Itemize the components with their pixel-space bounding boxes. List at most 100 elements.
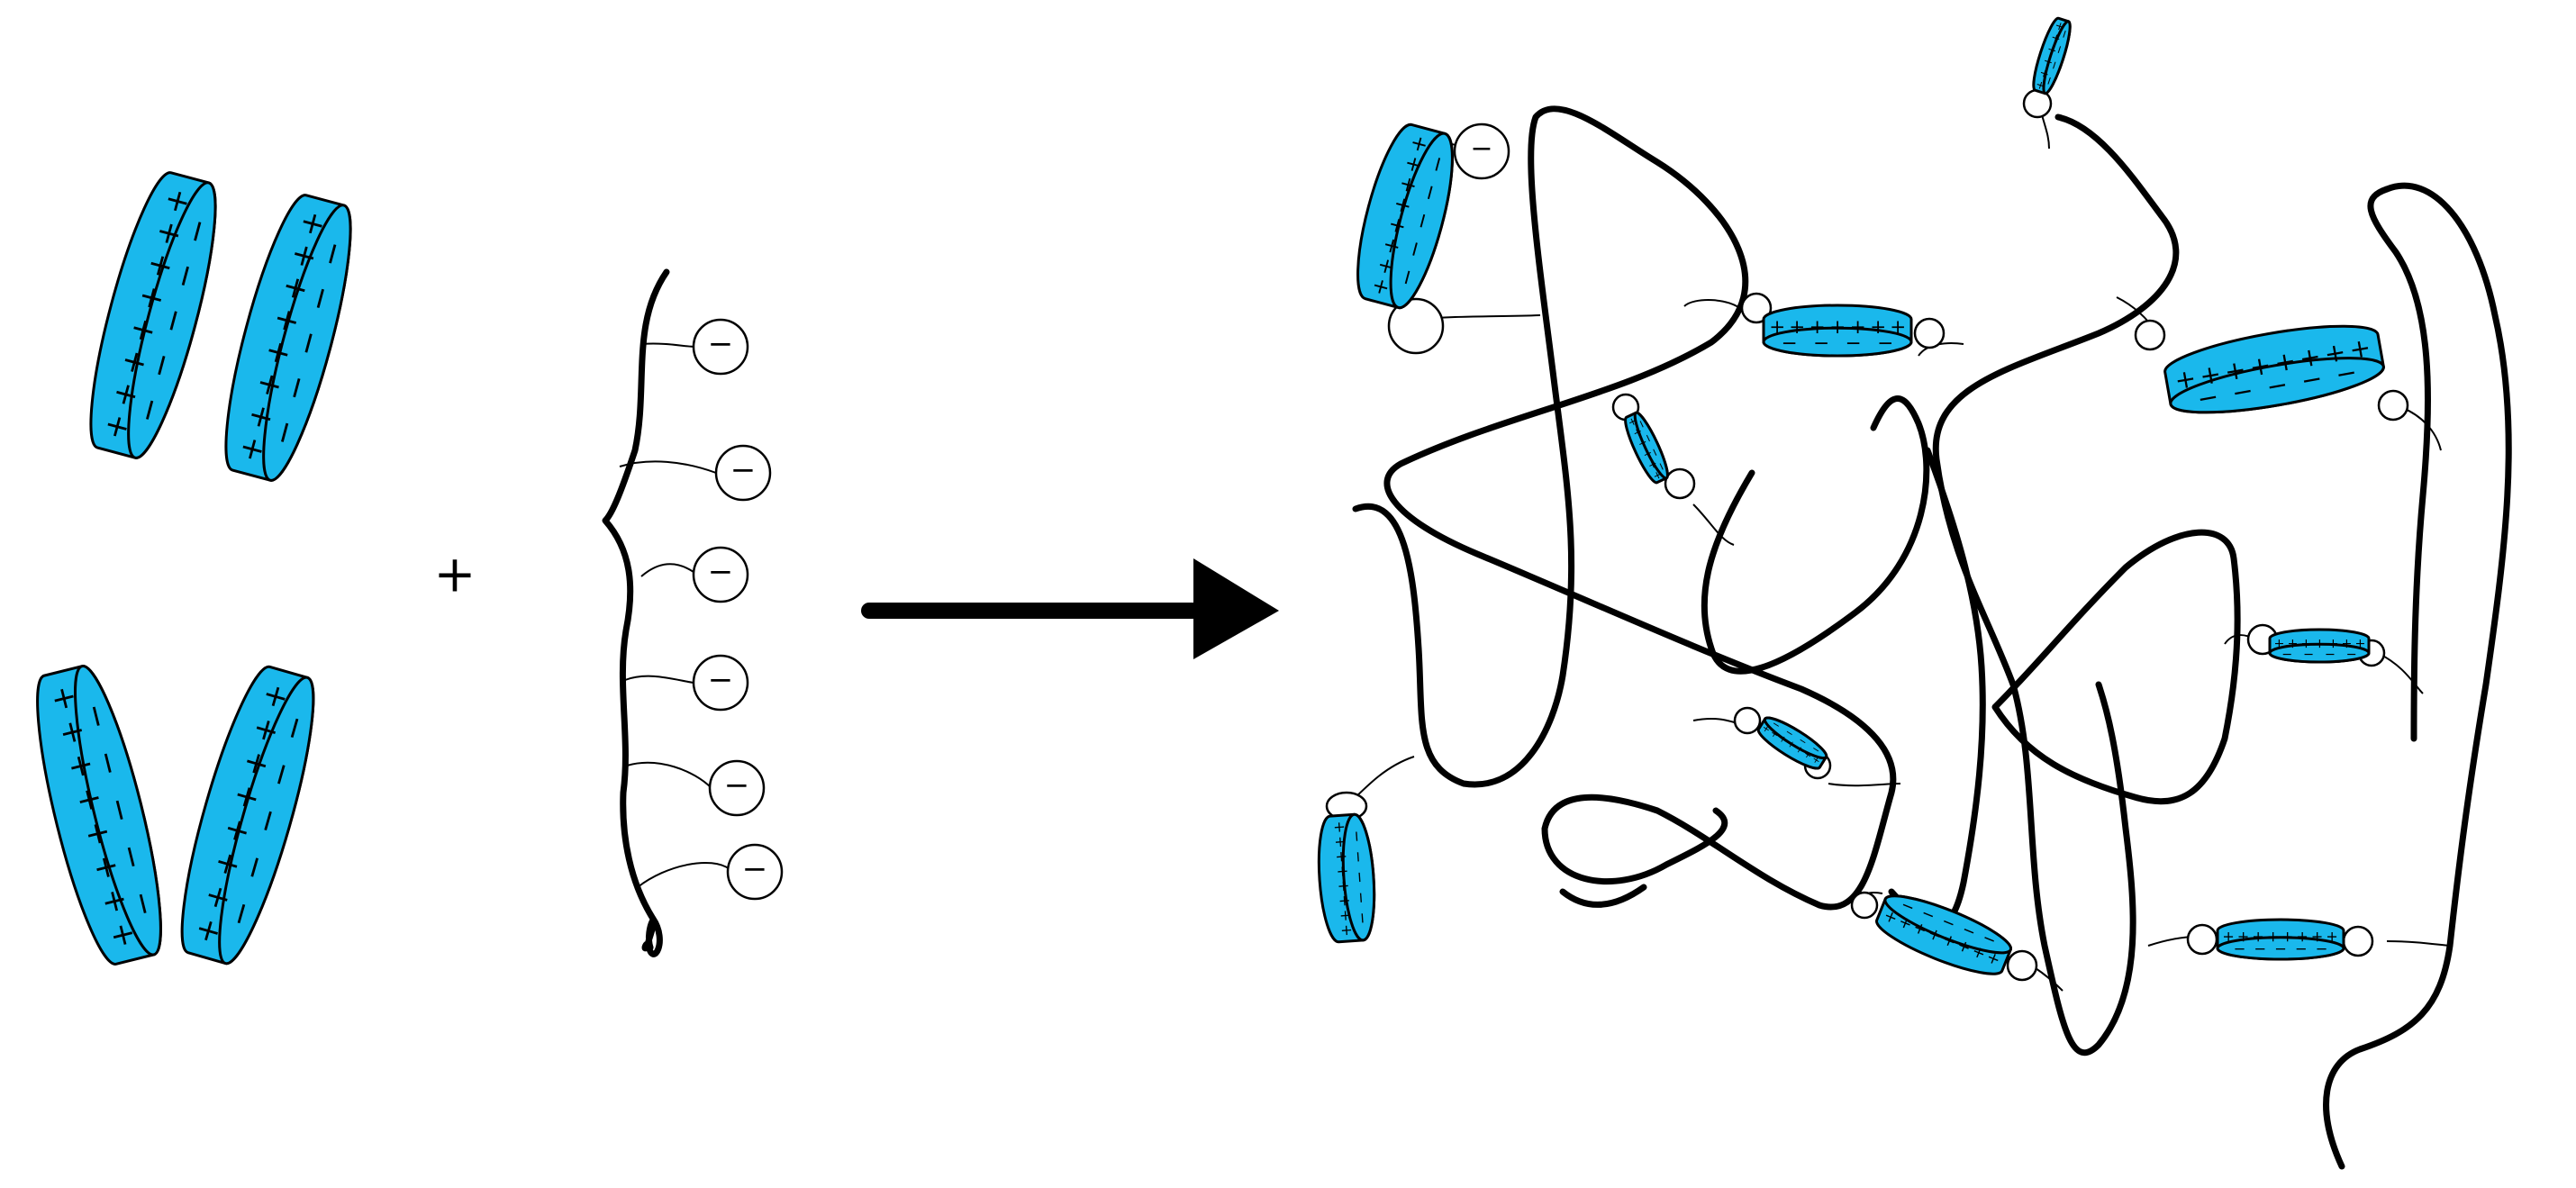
positive-charge: + [2319, 340, 2353, 367]
negative-charge: − [2042, 75, 2058, 88]
negative-charge: − [2325, 647, 2336, 661]
positive-charge: + [2042, 53, 2055, 69]
positive-charge: + [1334, 832, 1347, 850]
positive-charge: + [2170, 367, 2203, 393]
negative-charge: − [2057, 28, 2073, 41]
negative-charge: − [1348, 830, 1366, 843]
network-beads: − [1325, 88, 2409, 982]
negative-charge: − [2281, 647, 2292, 661]
positive-charge: + [1339, 921, 1353, 939]
negative-charge: − [2334, 358, 2360, 392]
negative-charge: − [1813, 331, 1829, 354]
negative-charge: − [1782, 331, 1798, 354]
positive-charge: + [2299, 639, 2313, 649]
positive-charge: + [2245, 354, 2278, 380]
positive-charge: + [2309, 930, 2327, 943]
platelet: ++++++−−−− [2032, 16, 2073, 95]
positive-charge: + [2345, 336, 2378, 362]
reaction-arrow [861, 558, 1279, 659]
platelet-group-bottom: ++++++++−−−−− ++++++++−−−−− [36, 665, 316, 966]
positive-charge: + [1983, 949, 2005, 968]
positive-charge: + [2054, 18, 2067, 34]
negative-charge: − [1352, 891, 1370, 904]
positive-charge: + [1806, 319, 1828, 335]
platelet: ++++++++−−−−− [224, 194, 354, 482]
negative-charge: − [2346, 647, 2357, 661]
anionic-group: − [624, 654, 749, 712]
svg-text:−: − [1470, 133, 1492, 165]
negative-charge: − [1846, 331, 1862, 354]
svg-text:−: − [724, 767, 750, 803]
positive-charge: + [2250, 930, 2267, 943]
positive-charge: + [2339, 639, 2354, 649]
positive-charge: + [2220, 930, 2237, 943]
positive-charge: + [1939, 931, 1961, 950]
platelet: ++++++++−−−−− [180, 665, 316, 966]
platelet: +++++++−−−− [2268, 628, 2371, 664]
platelet: ++++++++−−−−− [1317, 812, 1376, 944]
negative-charge: − [2230, 376, 2256, 410]
positive-charge: + [2049, 30, 2063, 46]
positive-charge: + [1881, 908, 1902, 927]
positive-charge: + [1827, 319, 1849, 335]
positive-charge: + [1895, 914, 1917, 933]
positive-charge: + [2236, 930, 2253, 943]
positive-charge: + [2294, 345, 2327, 371]
positive-charge: + [2294, 930, 2311, 943]
platelet: ++++++++−−−−− [2216, 918, 2345, 961]
negative-charge: − [1877, 331, 1893, 354]
positive-charge: + [2312, 639, 2327, 649]
positive-charge: + [2285, 639, 2299, 649]
platelet: ++++++++−−−−− [1356, 122, 1454, 310]
platelet-group-top: ++++++++−−−−− ++++++++−−−−− [89, 171, 354, 482]
platelet: +++++++−−−− [1762, 304, 1913, 358]
positive-charge: + [1909, 920, 1931, 939]
svg-text:−: − [708, 326, 734, 362]
negative-charge: − [2303, 647, 2314, 661]
negative-charge: − [2052, 43, 2068, 57]
negative-charge: − [2264, 370, 2290, 404]
positive-charge: + [1924, 926, 1946, 945]
positive-charge: + [1338, 892, 1351, 910]
anionic-group: − [640, 318, 749, 376]
anionic-group: − [640, 546, 749, 603]
positive-charge: + [2034, 77, 2047, 93]
platelet: ++++++++−−−−− [1875, 894, 2012, 975]
positive-charge: + [1887, 319, 1909, 335]
negative-charge: − [1918, 904, 1937, 926]
negative-charge: − [2299, 364, 2325, 397]
positive-charge: + [1765, 319, 1788, 335]
positive-charge: + [2324, 930, 2341, 943]
positive-charge: + [1338, 906, 1352, 924]
positive-charge: + [1846, 319, 1869, 335]
plus-operator: + [434, 546, 476, 604]
polymer-network [1352, 105, 2512, 1170]
positive-charge: + [2270, 349, 2303, 376]
linker-tethers [1346, 107, 2451, 992]
svg-text:−: − [742, 851, 768, 887]
negative-charge: − [2295, 940, 2308, 957]
platelet: ++++++−−−− [1624, 411, 1669, 485]
anionic-group: − [626, 759, 766, 817]
negative-charge: − [2047, 59, 2064, 72]
anionic-group: − [619, 444, 772, 502]
polymer-chain [602, 268, 670, 957]
negative-charge: − [2254, 940, 2266, 957]
anionic-groups: − − − − − − [619, 318, 784, 901]
platelet: ++++++++−−−−− [2163, 324, 2385, 415]
negative-charge: − [1354, 911, 1372, 925]
svg-text:−: − [708, 662, 734, 698]
positive-charge: + [2045, 41, 2059, 58]
positive-charge: + [1336, 862, 1349, 880]
negative-charge: − [2274, 940, 2287, 957]
positive-charge: + [1335, 848, 1348, 866]
negative-charge: − [1980, 929, 1999, 950]
anionic-group: − [637, 843, 784, 901]
negative-charge: − [1349, 850, 1367, 864]
platelet: ++++++++−−−−− [36, 665, 164, 966]
positive-charge: + [1337, 877, 1350, 895]
positive-charge: + [2219, 358, 2253, 385]
negative-charge: − [1351, 870, 1369, 884]
platelet: ++++++++−−−−− [89, 171, 219, 459]
positive-charge: + [2326, 639, 2340, 649]
